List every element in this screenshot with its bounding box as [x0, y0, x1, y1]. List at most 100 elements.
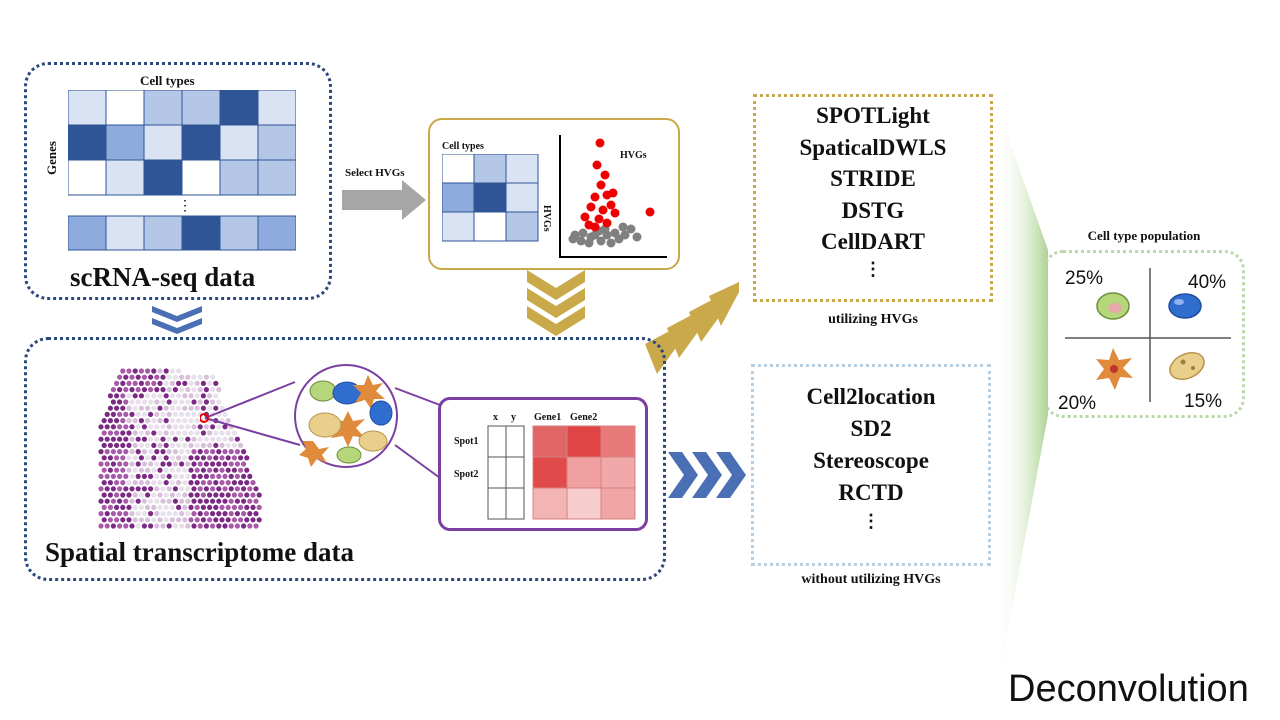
tissue-spot: [123, 473, 129, 479]
tissue-spot: [154, 374, 160, 380]
tissue-spot: [141, 374, 147, 380]
scrna-heatmap-cell: [219, 215, 259, 251]
tissue-spot: [120, 393, 126, 399]
scrna-genes-label: Genes: [44, 141, 59, 175]
tissue-spot: [247, 523, 253, 529]
tissue-spot: [176, 455, 182, 461]
tissue-spot: [104, 523, 110, 529]
tissue-spot: [126, 368, 132, 374]
tissue-spot: [145, 405, 151, 411]
tissue-spot: [126, 430, 132, 436]
tissue-spot: [107, 492, 113, 498]
hvg-scatter-red-point: [595, 138, 605, 148]
tissue-spot: [238, 442, 244, 448]
tissue-spot: [194, 455, 200, 461]
tissue-spot: [185, 523, 191, 529]
tissue-spot: [101, 418, 107, 424]
tissue-spot: [148, 486, 154, 492]
tissue-spot: [123, 511, 129, 517]
table-header-gene1: Gene1: [534, 412, 562, 423]
tissue-spot: [191, 399, 197, 405]
tissue-spot: [185, 461, 191, 467]
tissue-spot: [145, 430, 151, 436]
tissue-spot: [197, 461, 203, 467]
tissue-spot: [172, 486, 178, 492]
tissue-spot: [256, 517, 262, 523]
tissue-spot: [216, 511, 222, 517]
scrna-heatmap-cell: [143, 159, 183, 196]
tissue-spot: [107, 393, 113, 399]
tissue-spot: [207, 492, 213, 498]
tissue-spot: [163, 380, 169, 386]
tissue-spot: [138, 455, 144, 461]
tissue-spot: [241, 449, 247, 455]
tissue-spot: [135, 486, 141, 492]
scrna-heatmap: ⋮: [68, 90, 296, 251]
tissue-spot: [207, 430, 213, 436]
tissue-spot: [117, 436, 123, 442]
tissue-spot: [98, 473, 104, 479]
tissue-spot: [132, 393, 138, 399]
tissue-spot: [135, 498, 141, 504]
tissue-spot: [151, 455, 157, 461]
tissue-spot: [157, 517, 163, 523]
tissue-spot: [166, 411, 172, 417]
tissue-spot: [148, 399, 154, 405]
tissue-spot: [166, 387, 172, 393]
hvg-heatmap-cell: [505, 182, 539, 213]
tissue-spot: [110, 523, 116, 529]
tissue-spot: [219, 467, 225, 473]
tissue-spot: [126, 492, 132, 498]
tissue-spot: [110, 449, 116, 455]
tissue-spot: [207, 455, 213, 461]
method-spotlight: SPOTLight: [816, 103, 930, 128]
tissue-spot: [200, 504, 206, 510]
tissue-spot: [231, 430, 237, 436]
scrna-heatmap-cell: [181, 215, 221, 251]
tissue-spot: [222, 424, 228, 430]
tissue-spot: [179, 473, 185, 479]
hvg-methods-box: [753, 94, 993, 302]
hvg-row-label: HVGs: [541, 205, 552, 232]
spot-expression-cell: [566, 456, 602, 489]
tissue-spot: [194, 492, 200, 498]
tissue-spot: [123, 523, 129, 529]
tissue-spot: [176, 492, 182, 498]
tissue-spot: [107, 517, 113, 523]
tissue-spot: [163, 517, 169, 523]
tissue-spot: [191, 461, 197, 467]
scrna-seq-panel: [24, 62, 332, 300]
tissue-spot: [182, 442, 188, 448]
gold-down-chevrons: [527, 270, 585, 336]
tissue-spot: [172, 473, 178, 479]
tissue-spot: [148, 436, 154, 442]
tissue-spot: [135, 387, 141, 393]
tissue-spot: [238, 504, 244, 510]
tissue-spot: [203, 511, 209, 517]
tissue-spot: [151, 492, 157, 498]
tissue-spot: [216, 387, 222, 393]
hvg-methods-list: SPOTLight SpaticalDWLS STRIDE DSTG CellD…: [753, 100, 993, 280]
tissue-spot: [194, 430, 200, 436]
tissue-spot: [182, 430, 188, 436]
tissue-spot: [151, 380, 157, 386]
tissue-spot: [213, 504, 219, 510]
tissue-spot: [117, 387, 123, 393]
tissue-spot: [203, 473, 209, 479]
tissue-spot: [126, 393, 132, 399]
tissue-spot: [256, 492, 262, 498]
tissue-spot: [141, 473, 147, 479]
tissue-spot: [104, 449, 110, 455]
tissue-spot: [182, 455, 188, 461]
tissue-spot: [110, 424, 116, 430]
tissue-spot: [185, 449, 191, 455]
tissue-spot: [194, 504, 200, 510]
tissue-spot: [203, 399, 209, 405]
tissue-spot: [117, 523, 123, 529]
tissue-spot: [176, 430, 182, 436]
tissue-spot: [157, 467, 163, 473]
tissue-spot: [160, 436, 166, 442]
scrna-heatmap-cell: [143, 90, 183, 126]
tissue-spot: [151, 442, 157, 448]
tissue-spot: [160, 473, 166, 479]
